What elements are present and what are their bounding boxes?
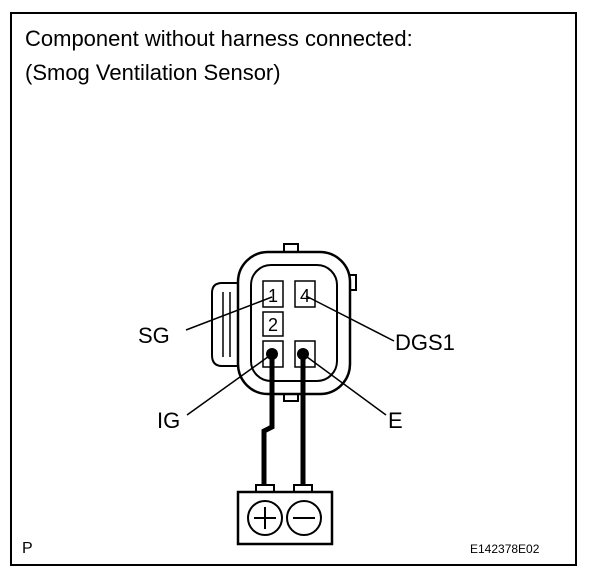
corner-mark: P [22, 540, 33, 557]
pin-number-1: 1 [268, 286, 278, 306]
wire-ig-positive [261, 354, 275, 491]
pin-number-2: 2 [268, 315, 278, 335]
title-line-1: Component without harness connected: [25, 26, 413, 51]
label-dgs1: DGS1 [395, 330, 455, 355]
label-ig: IG [157, 408, 180, 433]
pin-cavity-1 [262, 280, 284, 308]
figure-code: E142378E02 [470, 542, 540, 556]
label-e: E [388, 408, 403, 433]
battery-negative-icon [286, 500, 322, 536]
pin-cavity-2 [262, 311, 284, 337]
pin-cavity-4 [294, 280, 316, 308]
leader-line-sg [185, 296, 273, 331]
leader-line-ig [186, 353, 273, 416]
label-sg: SG [138, 323, 170, 348]
title-line-2: (Smog Ventilation Sensor) [25, 60, 281, 85]
battery-positive-icon [247, 500, 283, 536]
connector-side-latch [211, 282, 238, 367]
diagram-frame [10, 12, 577, 566]
pin-number-4: 4 [300, 286, 310, 306]
leader-line-e [302, 353, 387, 416]
leader-line-dgs1 [305, 295, 395, 342]
